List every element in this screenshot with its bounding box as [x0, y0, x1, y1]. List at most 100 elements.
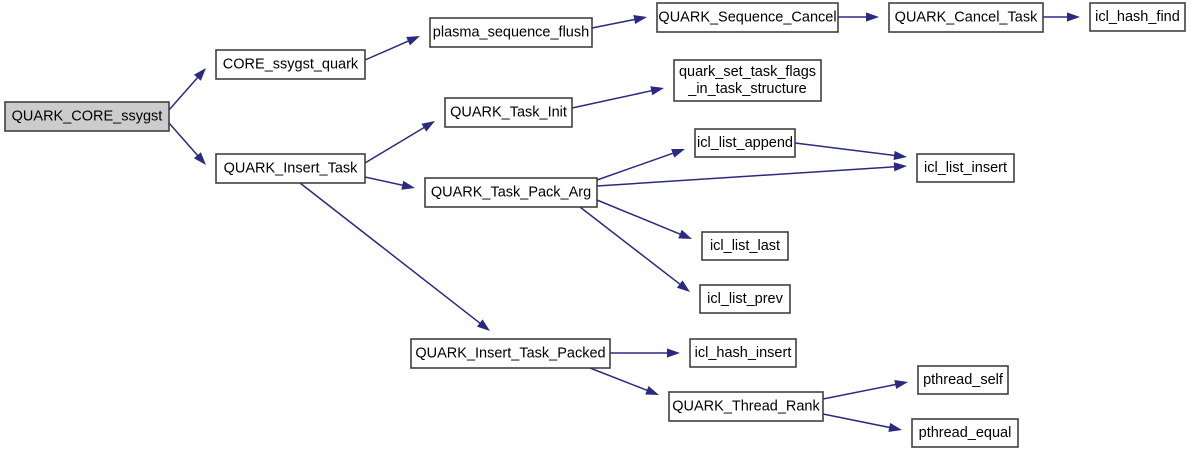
node-box[interactable]	[444, 97, 573, 128]
node-label: QUARK_Insert_Task_Packed	[415, 345, 605, 361]
call-edge	[168, 122, 206, 165]
call-edge	[168, 68, 206, 111]
graph-node-icl-hash-insert[interactable]: icl_hash_insert	[689, 338, 797, 368]
edge-line	[168, 76, 199, 111]
node-box[interactable]	[215, 49, 366, 80]
call-edge	[591, 15, 647, 29]
node-box[interactable]	[689, 338, 797, 368]
edge-line	[596, 152, 675, 181]
call-edge	[364, 121, 435, 164]
edge-arrowhead	[671, 148, 685, 158]
edge-arrowhead	[1067, 12, 1080, 22]
graph-node-quark-sequence-cancel[interactable]: QUARK_Sequence_Cancel	[656, 2, 839, 33]
node-label: icl_list_insert	[924, 160, 1007, 176]
edge-arrowhead	[678, 229, 692, 239]
edge-arrowhead	[893, 162, 907, 172]
call-edge	[596, 162, 907, 187]
node-box[interactable]	[656, 2, 839, 33]
node-label: CORE_ssygst_quark	[223, 56, 359, 72]
node-box[interactable]	[888, 2, 1044, 33]
node-box[interactable]	[410, 338, 611, 369]
node-label: _in_task_structure	[687, 81, 806, 97]
call-edge	[571, 86, 664, 109]
edge-arrowhead	[193, 68, 206, 81]
edge-arrowhead	[193, 152, 206, 165]
graph-node-quark-thread-rank[interactable]: QUARK_Thread_Rank	[668, 391, 824, 422]
node-box[interactable]	[4, 101, 170, 132]
node-box[interactable]	[429, 17, 593, 48]
edge-line	[589, 367, 649, 392]
call-edge	[794, 142, 907, 160]
call-edge	[822, 413, 902, 432]
node-label: icl_list_prev	[707, 291, 783, 307]
node-label: QUARK_CORE_ssygst	[12, 108, 163, 124]
edge-arrowhead	[645, 385, 659, 395]
edge-arrowhead	[406, 36, 420, 46]
edge-arrowhead	[476, 319, 490, 331]
graph-node-icl-list-insert[interactable]: icl_list_insert	[916, 153, 1015, 183]
edge-line	[596, 165, 896, 187]
edge-line	[168, 122, 199, 157]
node-label: QUARK_Task_Init	[450, 104, 567, 120]
call-edge	[364, 36, 420, 61]
call-edge	[822, 380, 908, 400]
call-edge	[364, 176, 415, 190]
edge-line	[591, 18, 636, 29]
graph-node-plasma-sequence-flush[interactable]: plasma_sequence_flush	[429, 17, 593, 48]
node-label: plasma_sequence_flush	[433, 24, 589, 40]
node-label: pthread_equal	[919, 425, 1012, 441]
call-edge	[589, 367, 659, 395]
graph-node-icl-list-append[interactable]: icl_list_append	[694, 128, 796, 158]
edge-line	[579, 206, 682, 286]
node-label: quark_set_task_flags	[679, 64, 816, 80]
node-label: QUARK_Insert_Task	[224, 160, 359, 176]
node-label: icl_list_append	[697, 135, 793, 151]
node-box[interactable]	[911, 418, 1019, 448]
node-label: QUARK_Cancel_Task	[895, 9, 1038, 25]
node-layer: QUARK_CORE_ssygstCORE_ssygst_quarkQUARK_…	[4, 2, 1186, 448]
graph-node-icl-list-last[interactable]: icl_list_last	[701, 231, 789, 261]
graph-node-quark-task-pack-arg[interactable]: QUARK_Task_Pack_Arg	[424, 177, 598, 208]
node-label: QUARK_Thread_Rank	[672, 398, 820, 414]
call-edge	[596, 148, 685, 181]
node-box[interactable]	[701, 231, 789, 261]
node-box[interactable]	[694, 128, 796, 158]
edge-arrowhead	[888, 422, 902, 432]
graph-node-pthread-equal[interactable]: pthread_equal	[911, 418, 1019, 448]
call-edge	[1043, 12, 1080, 22]
graph-node-pthread-self[interactable]: pthread_self	[917, 365, 1009, 395]
call-edge	[596, 199, 692, 239]
graph-node-quark-insert-task-packed[interactable]: QUARK_Insert_Task_Packed	[410, 338, 611, 369]
node-box[interactable]	[215, 153, 366, 184]
graph-node-quark-task-init[interactable]: QUARK_Task_Init	[444, 97, 573, 128]
graph-node-core-ssygst-quark[interactable]: CORE_ssygst_quark	[215, 49, 366, 80]
graph-node-quark-insert-task[interactable]: QUARK_Insert_Task	[215, 153, 366, 184]
graph-node-quark-cancel-task[interactable]: QUARK_Cancel_Task	[888, 2, 1044, 33]
edge-line	[596, 199, 682, 236]
call-edge	[299, 182, 490, 331]
edge-arrowhead	[633, 15, 647, 25]
node-box[interactable]	[424, 177, 598, 208]
edge-arrowhead	[676, 280, 690, 292]
node-box[interactable]	[1089, 2, 1186, 32]
node-box[interactable]	[916, 153, 1015, 183]
edge-line	[299, 182, 482, 325]
edge-layer	[168, 12, 1080, 432]
node-box[interactable]	[699, 284, 791, 314]
call-edge	[610, 348, 680, 358]
graph-node-icl-hash-find[interactable]: icl_hash_find	[1089, 2, 1186, 32]
edge-arrowhead	[893, 150, 907, 160]
node-box[interactable]	[917, 365, 1009, 395]
node-label: icl_hash_find	[1095, 9, 1180, 25]
graph-node-icl-list-prev[interactable]: icl_list_prev	[699, 284, 791, 314]
edge-arrowhead	[421, 121, 435, 132]
call-edge	[579, 206, 690, 292]
node-label: icl_hash_insert	[695, 345, 792, 361]
node-box[interactable]	[673, 59, 822, 102]
graph-node-quark-set-task-flags-in-task-structure[interactable]: quark_set_task_flags_in_task_structure	[673, 59, 822, 102]
edge-arrowhead	[894, 380, 908, 390]
node-box[interactable]	[668, 391, 824, 422]
edge-line	[794, 142, 896, 157]
graph-node-quark-core-ssygst[interactable]: QUARK_CORE_ssygst	[4, 101, 170, 132]
